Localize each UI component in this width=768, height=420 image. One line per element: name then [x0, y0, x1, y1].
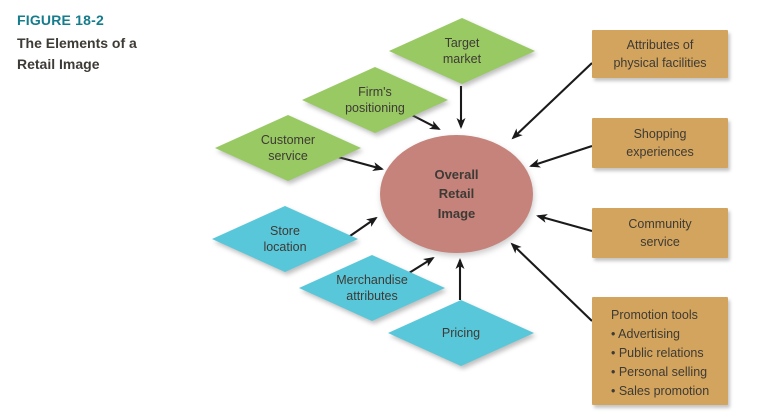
- node-store-location-label: Store location: [263, 223, 307, 254]
- node-merchandise-attributes: Merchandise attributes: [299, 255, 445, 321]
- node-attributes-physical-facilities-label: Attributes of physical facilities: [613, 37, 707, 70]
- node-merchandise-attributes-label: Merchandise attributes: [336, 272, 408, 303]
- node-firms-positioning: Firm's positioning: [302, 67, 448, 133]
- node-pricing-label: Pricing: [441, 325, 481, 340]
- node-pricing: Pricing: [388, 300, 534, 366]
- node-target-market-label: Target market: [442, 35, 482, 66]
- promotion-item-advertising: • Advertising: [611, 326, 680, 341]
- node-store-location: Store location: [212, 206, 358, 272]
- node-overall-retail-image: Overall Retail Image: [380, 135, 533, 253]
- figure-title: The Elements of a Retail Image: [17, 35, 137, 72]
- node-target-market: Target market: [389, 18, 535, 84]
- promotion-item-personal-selling: • Personal selling: [611, 364, 708, 379]
- arrow-customer-service-to-center: [337, 155, 384, 171]
- node-promotion-tools: Promotion tools • Advertising • Public r…: [592, 297, 728, 405]
- arrow-promotion-tools-to-center: [510, 242, 593, 322]
- node-overall-retail-image-label: Overall Retail Image: [434, 166, 479, 221]
- node-community-service: Community service: [592, 208, 728, 258]
- node-customer-service: Customer service: [215, 115, 361, 181]
- arrow-store-location-to-center: [349, 216, 378, 237]
- figure-label: FIGURE 18-2: [17, 12, 104, 28]
- promotion-item-sales-promotion: • Sales promotion: [611, 383, 710, 398]
- arrow-community-service-to-center: [536, 214, 593, 233]
- arrow-attributes-facilities-to-center: [511, 62, 593, 140]
- node-promotion-tools-title: Promotion tools: [611, 308, 698, 322]
- node-shopping-experiences: Shopping experiences: [592, 118, 728, 168]
- node-customer-service-label: Customer service: [260, 132, 316, 163]
- node-community-service-label: Community service: [628, 216, 692, 249]
- node-shopping-experiences-label: Shopping experiences: [626, 126, 694, 159]
- node-firms-positioning-label: Firm's positioning: [345, 84, 405, 115]
- promotion-item-public-relations: • Public relations: [611, 345, 704, 360]
- node-attributes-physical-facilities: Attributes of physical facilities: [592, 30, 728, 78]
- arrow-merchandise-to-center: [408, 256, 435, 274]
- arrow-shopping-experiences-to-center: [529, 145, 593, 168]
